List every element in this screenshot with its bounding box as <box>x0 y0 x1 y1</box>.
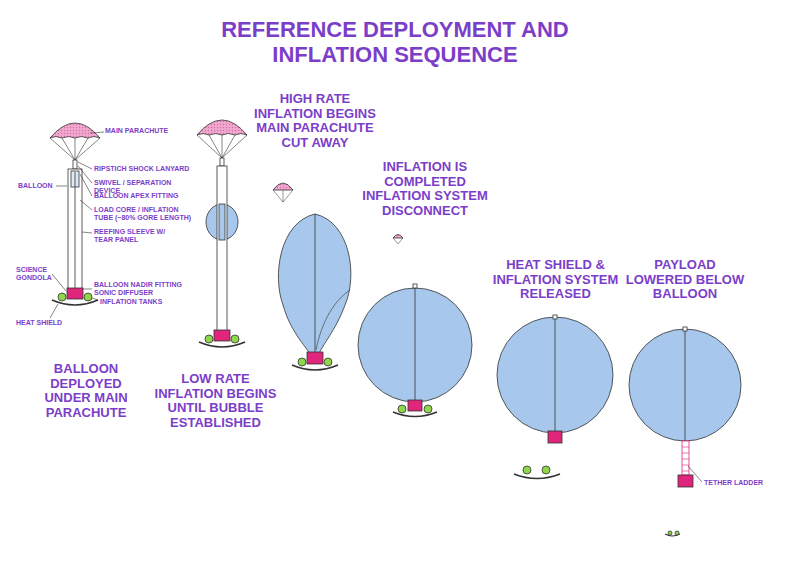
stage-caption: HEAT SHIELD & INFLATION SYSTEM RELEASED <box>488 258 623 302</box>
diagram-title: REFERENCE DEPLOYMENT AND INFLATION SEQUE… <box>200 18 590 67</box>
gondola <box>67 288 83 299</box>
callout-label: LOAD CORE / INFLATION TUBE (~80% GORE LE… <box>94 206 194 222</box>
balloon-column <box>68 169 82 291</box>
callout-label: SCIENCE GONDOLA <box>16 266 54 282</box>
callout-label: BALLOON <box>18 182 56 190</box>
callout-label: MAIN PARACHUTE <box>105 127 195 135</box>
stage-caption: INFLATION IS COMPLETED INFLATION SYSTEM … <box>355 160 495 218</box>
stage-caption: BALLOON DEPLOYED UNDER MAIN PARACHUTE <box>30 362 142 420</box>
callout-label: HEAT SHIELD <box>16 319 76 327</box>
callout-label: TETHER LADDER <box>704 479 774 487</box>
callout-label: BALLOON NADIR FITTING SONIC DIFFUSER <box>94 281 189 297</box>
callout-label: REEFING SLEEVE W/ TEAR PANEL <box>94 228 174 244</box>
callout-label: INFLATION TANKS <box>100 298 180 306</box>
callout-label: RIPSTICH SHOCK LANYARD <box>94 165 199 173</box>
tether-ladder <box>682 441 689 475</box>
parachute <box>50 123 100 138</box>
heat-shield <box>52 300 98 305</box>
stage-caption: PAYLOAD LOWERED BELOW BALLOON <box>625 258 745 302</box>
stage-caption: LOW RATE INFLATION BEGINS UNTIL BUBBLE E… <box>148 372 283 430</box>
stage-caption: HIGH RATE INFLATION BEGINS MAIN PARACHUT… <box>250 92 380 150</box>
callout-label: BALLOON APEX FITTING <box>94 192 199 200</box>
